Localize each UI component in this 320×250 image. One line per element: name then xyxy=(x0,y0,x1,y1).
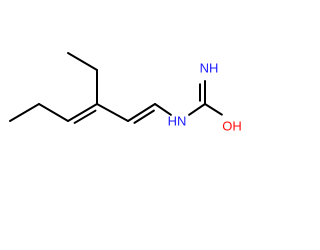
bond-a4-a7 xyxy=(96,103,129,122)
atom-label-a9: HN xyxy=(168,114,187,129)
atom-label-a12: NH xyxy=(200,61,219,76)
atom-label-a11: OH xyxy=(222,119,242,134)
bond-a1-a2 xyxy=(9,103,40,122)
bond-a9-a10 xyxy=(188,103,206,116)
bond-a8-a9 xyxy=(154,103,172,116)
molecule-structure: HN OH NH xyxy=(9,52,242,134)
bond-a2-a3 xyxy=(38,103,69,122)
bond-a3-a4-second-line xyxy=(73,109,97,124)
atom-label-layer: HN OH NH xyxy=(168,61,242,134)
bond-a10-a11 xyxy=(204,103,223,116)
bond-a7-a8-second-line xyxy=(133,109,155,124)
bond-layer xyxy=(9,52,223,124)
bond-a3-a4 xyxy=(67,103,98,122)
bond-a5-a6 xyxy=(67,52,98,71)
bond-a7-a8 xyxy=(127,103,156,122)
